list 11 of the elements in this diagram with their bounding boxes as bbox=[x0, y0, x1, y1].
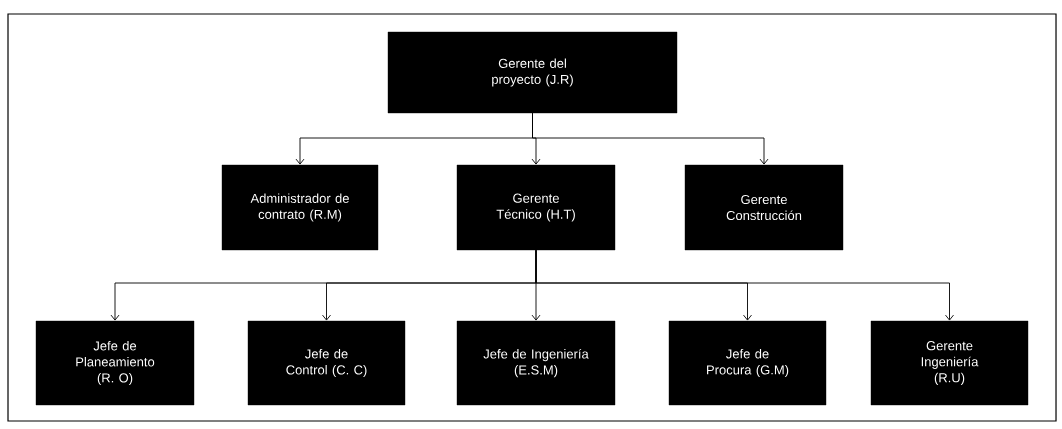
role-box: Jefe de Planeamiento (R. O) bbox=[35, 320, 195, 406]
role-box: Gerente Construcción bbox=[684, 164, 844, 251]
role-box: Administrador de contrato (R.M) bbox=[221, 164, 379, 251]
role-box: Gerente Técnico (H.T) bbox=[456, 164, 616, 251]
arrow bbox=[532, 112, 769, 165]
arrow bbox=[535, 249, 954, 321]
role-box: Jefe de Procura (G.M) bbox=[668, 320, 827, 406]
role-box: Gerente Ingeniería (R.U) bbox=[870, 320, 1029, 406]
role-box: Gerente del proyecto (J.R) bbox=[387, 31, 678, 114]
role-box: Jefe de Control (C. C) bbox=[247, 320, 406, 406]
role-box: Jefe de Ingeniería (E.S.M) bbox=[456, 320, 616, 406]
